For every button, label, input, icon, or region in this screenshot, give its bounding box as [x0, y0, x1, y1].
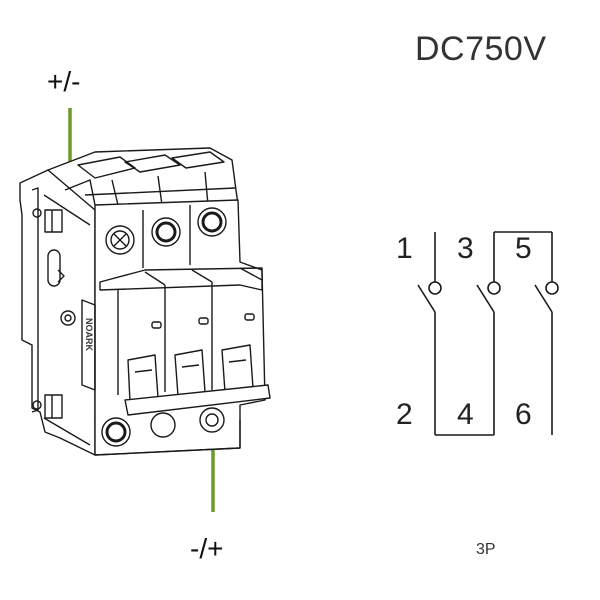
polarity-bottom: -/+: [190, 533, 224, 564]
terminal-2: 2: [396, 398, 413, 431]
pole3-switch: [534, 284, 553, 313]
pole2-switch: [476, 284, 495, 313]
pole1-contact: [428, 281, 442, 295]
terminal-1: 1: [396, 232, 413, 265]
pole3-contact: [545, 281, 559, 295]
polarity-top: +/-: [47, 66, 81, 97]
terminal-5: 5: [515, 232, 532, 265]
terminal-6: 6: [515, 398, 532, 431]
pole1-switch: [417, 284, 436, 313]
pole2-contact: [487, 281, 501, 295]
terminal-4: 4: [457, 398, 474, 431]
brand-label: NOARK: [84, 318, 94, 351]
poles-label: 3P: [476, 541, 496, 558]
terminal-3: 3: [457, 232, 474, 265]
voltage-rating: DC750V: [415, 30, 547, 68]
